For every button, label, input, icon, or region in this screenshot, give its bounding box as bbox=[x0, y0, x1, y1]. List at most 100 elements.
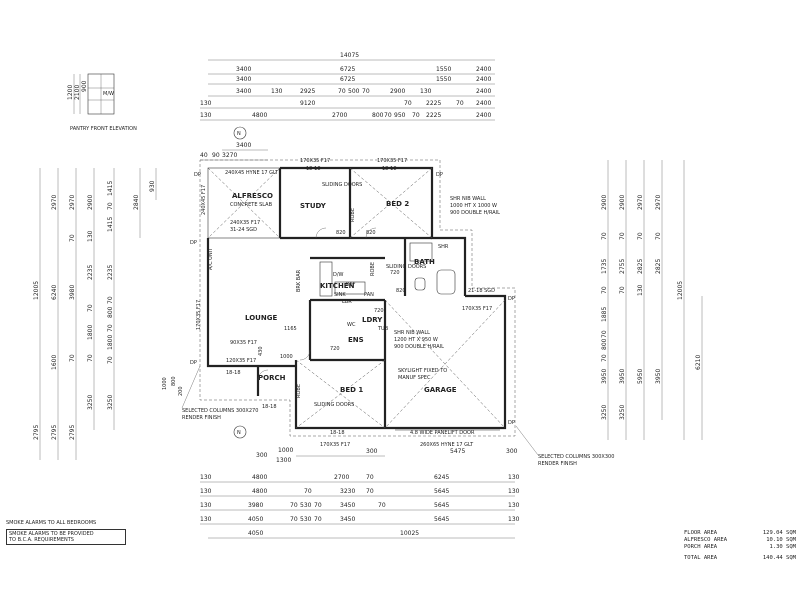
beam-label: 18-18 bbox=[226, 370, 241, 376]
island-bench bbox=[334, 281, 366, 295]
porch-dim: 1000 bbox=[162, 377, 168, 390]
dim: 3980 bbox=[248, 502, 263, 509]
dim: 2795 bbox=[69, 425, 76, 440]
beam-label: 170X35 F17 bbox=[462, 306, 492, 312]
beam-label: 21-18 SGD bbox=[468, 288, 495, 294]
shower bbox=[409, 242, 433, 262]
smoke-alarm-box-line: SMOKE ALARMS TO BE PROVIDED bbox=[9, 531, 94, 537]
wc-label: WC bbox=[347, 322, 356, 328]
pantry-elevation: 2100 900 1200 M/W PANTRY FRONT ELEVATION bbox=[67, 73, 137, 132]
right-dimensions: 2900 70 1735 70 1885 70 800 70 3950 3250… bbox=[601, 160, 703, 440]
dim: 70 bbox=[384, 112, 392, 119]
dim: 800 bbox=[107, 306, 114, 318]
dim: 3250 bbox=[619, 405, 626, 420]
shr-nib-label: 900 DOUBLE H/RAIL bbox=[394, 344, 444, 350]
dim: 70 bbox=[362, 88, 370, 95]
dim: 70 bbox=[87, 354, 94, 362]
dim: 130 bbox=[87, 230, 94, 242]
room-ens: ENS bbox=[348, 336, 364, 344]
robe-label: ROBE bbox=[370, 262, 376, 276]
dim: 130 bbox=[200, 100, 212, 107]
dim: 70 bbox=[456, 100, 464, 107]
dim: 130 bbox=[271, 88, 283, 95]
dim: 2235 bbox=[87, 265, 94, 280]
dim: 2840 bbox=[133, 195, 140, 210]
door-size: 1000 bbox=[280, 354, 293, 360]
dim: 130 bbox=[508, 488, 520, 495]
dim: 2400 bbox=[476, 76, 491, 83]
dim: 130 bbox=[508, 474, 520, 481]
dim: 70 bbox=[107, 356, 114, 364]
brk-bar-label: BRK BAR bbox=[296, 269, 302, 292]
door-swing bbox=[315, 227, 327, 239]
beam-label: 31-24 SGD bbox=[230, 227, 257, 233]
robe-label: ROBE bbox=[350, 208, 356, 222]
dim: 130 bbox=[508, 516, 520, 523]
dim: 6725 bbox=[340, 76, 355, 83]
north-arrow-bottom: N bbox=[233, 425, 247, 439]
dim: 800 bbox=[601, 338, 608, 350]
shr-nib-label: 1200 HT X 950 W bbox=[394, 337, 438, 343]
dim: 1800 bbox=[87, 325, 94, 340]
dim: 70 bbox=[601, 330, 608, 338]
kitchen-bench bbox=[319, 261, 333, 297]
dim: 1415 bbox=[107, 217, 114, 232]
smoke-alarm-box-line: TO B.C.A. REQUIREMENTS bbox=[9, 537, 74, 543]
dim: 3980 bbox=[69, 285, 76, 300]
dim: 1800 bbox=[107, 335, 114, 350]
roof-outline bbox=[199, 159, 516, 437]
dim: 5645 bbox=[434, 502, 449, 509]
roof-hip bbox=[207, 167, 281, 239]
dim: 2400 bbox=[476, 88, 491, 95]
dim: 130 bbox=[508, 502, 520, 509]
dim: 2970 bbox=[655, 195, 662, 210]
area-row: PORCH AREA 1.30 SQM bbox=[684, 544, 796, 551]
area-label: PORCH AREA bbox=[684, 544, 718, 550]
dim: 1550 bbox=[436, 76, 451, 83]
door-size: 720 bbox=[374, 308, 384, 314]
pantry-dim: 1200 bbox=[67, 85, 74, 100]
dim: 5645 bbox=[434, 516, 449, 523]
beam-label: 18-18 bbox=[382, 166, 397, 172]
dim: 5645 bbox=[434, 488, 449, 495]
dim: 70 bbox=[619, 286, 626, 294]
dim: 9120 bbox=[300, 100, 315, 107]
dim: 12005 bbox=[677, 281, 684, 300]
pantry-dim: 2100 bbox=[74, 85, 81, 100]
area-label: ALFRESCO AREA bbox=[684, 537, 728, 543]
tub-label: TUB bbox=[377, 326, 389, 332]
dim: 500 bbox=[348, 88, 360, 95]
room-lounge: LOUNGE bbox=[245, 314, 277, 322]
dim: 1735 bbox=[601, 259, 608, 274]
dim: 2700 bbox=[334, 474, 349, 481]
columns-label: SELECTED COLUMNS 300X270 bbox=[182, 408, 258, 414]
alfresco-note: CONCRETE SLAB bbox=[230, 202, 273, 208]
room-bed2: BED 2 bbox=[386, 200, 409, 208]
dim: 2400 bbox=[476, 100, 491, 107]
door-size: 820 bbox=[396, 288, 406, 294]
shr-nib-label: 900 DOUBLE H/RAIL bbox=[450, 210, 500, 216]
porch-dim: 200 bbox=[178, 386, 184, 396]
columns-label: RENDER FINISH bbox=[538, 461, 577, 467]
dim: 3950 bbox=[655, 369, 662, 384]
dim: 1550 bbox=[436, 66, 451, 73]
sink-label: SINK bbox=[334, 292, 346, 298]
north-arrow-circle bbox=[233, 126, 247, 140]
area-schedule: FLOOR AREA 129.04 SQM ALFRESCO AREA 10.1… bbox=[684, 530, 796, 562]
door-swing bbox=[299, 349, 311, 361]
dim: 130 bbox=[200, 112, 212, 119]
dim: 70 bbox=[601, 232, 608, 240]
dim: 2925 bbox=[300, 88, 315, 95]
dim: 2900 bbox=[390, 88, 405, 95]
dim: 2825 bbox=[637, 259, 644, 274]
area-value: 129.04 SQM bbox=[762, 530, 796, 536]
sliding-doors-label: SLIDING DOORS bbox=[314, 402, 354, 408]
room-ldry: LDRY bbox=[362, 316, 383, 324]
skylight-label: MANUF SPEC bbox=[398, 375, 431, 381]
pantry-dim: 900 bbox=[81, 80, 88, 92]
robe-label: ROBE bbox=[296, 384, 302, 398]
dim: 2795 bbox=[51, 425, 58, 440]
sliding-doors-label: SLIDING DOORS bbox=[386, 264, 426, 270]
area-value: 10.10 SQM bbox=[766, 537, 796, 543]
